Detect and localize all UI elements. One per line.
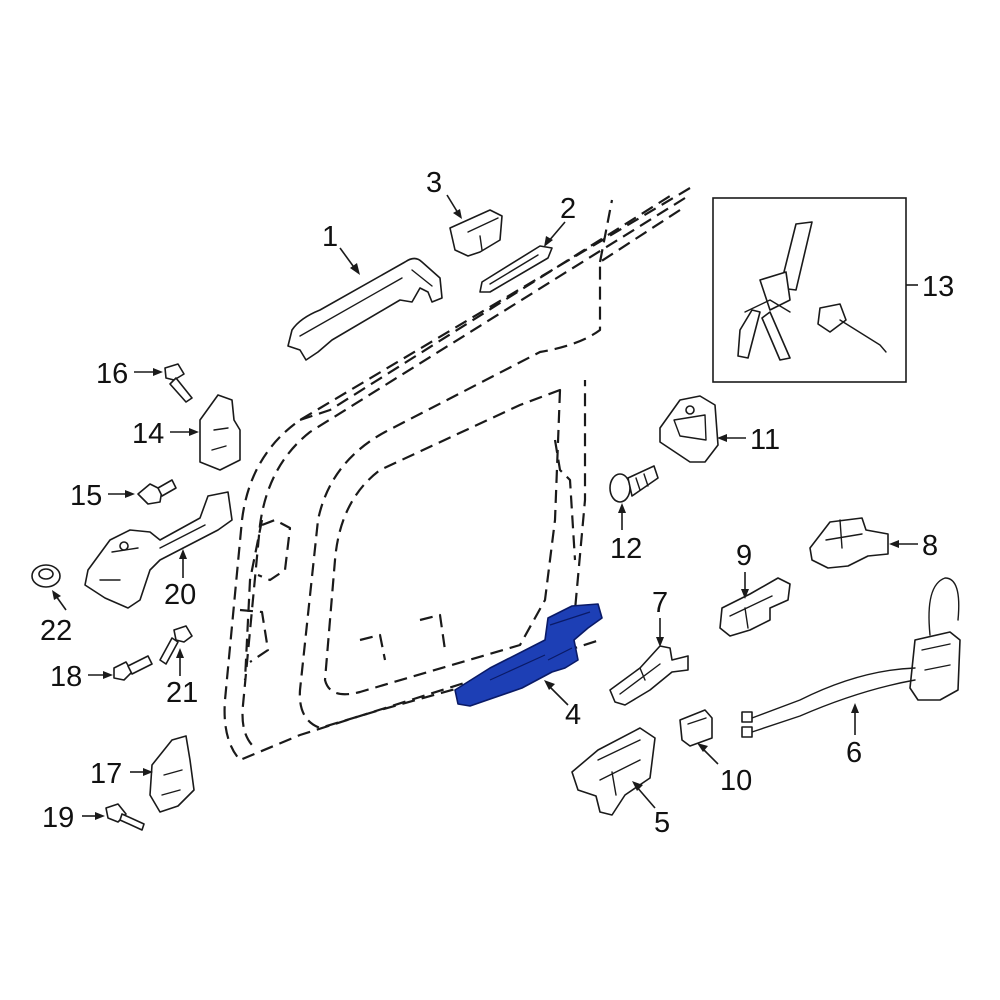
lower-hinge-part-17 xyxy=(149,735,195,813)
callout-12: 12 xyxy=(610,533,642,565)
callout-2: 2 xyxy=(560,193,576,225)
callout-18: 18 xyxy=(50,661,82,693)
lock-actuator-part-6 xyxy=(741,577,961,738)
inside-handle-part-5 xyxy=(571,727,656,816)
nut-part-22 xyxy=(31,564,61,588)
callout-21: 21 xyxy=(166,677,198,709)
callout-16: 16 xyxy=(96,358,128,390)
bolt-part-21 xyxy=(159,625,193,665)
bolt-part-19 xyxy=(105,803,145,831)
upper-hinge-part-14 xyxy=(199,394,241,471)
callout-20: 20 xyxy=(164,579,196,611)
callout-11: 11 xyxy=(750,424,780,456)
callout-19: 19 xyxy=(42,802,74,834)
callout-22: 22 xyxy=(40,615,72,647)
bolt-part-15 xyxy=(137,479,177,505)
callout-17: 17 xyxy=(90,758,122,790)
bolt-part-18 xyxy=(113,655,153,681)
door-shell-outline xyxy=(223,187,691,762)
leader-lines xyxy=(52,194,918,820)
callout-13: 13 xyxy=(922,271,954,303)
callout-labels: 1 2 3 4 5 6 7 8 9 10 11 12 13 14 15 16 1… xyxy=(40,167,954,839)
bracket-part-9 xyxy=(719,577,791,637)
handle-frame-part-4 xyxy=(454,603,603,707)
callout-9: 9 xyxy=(736,540,752,572)
callout-5: 5 xyxy=(654,807,670,839)
callout-4: 4 xyxy=(565,699,581,731)
callout-14: 14 xyxy=(132,418,164,450)
callout-1: 1 xyxy=(322,221,338,253)
outside-handle-part-1 xyxy=(287,257,443,361)
striker-part-11 xyxy=(659,395,719,463)
latch-cover-part-8 xyxy=(809,517,889,569)
callout-7: 7 xyxy=(652,587,668,619)
bolt-part-12 xyxy=(609,465,659,503)
callout-10: 10 xyxy=(720,765,752,797)
gasket-part-2 xyxy=(479,245,553,293)
door-check-part-20 xyxy=(84,491,233,609)
handle-bracket-part-7 xyxy=(609,645,689,706)
callout-6: 6 xyxy=(846,737,862,769)
inset-box-part-13 xyxy=(712,197,907,383)
callout-3: 3 xyxy=(426,167,442,199)
end-cap-part-3 xyxy=(449,209,503,257)
callout-8: 8 xyxy=(922,530,938,562)
callout-15: 15 xyxy=(70,480,102,512)
bolt-part-16 xyxy=(164,363,193,403)
clip-part-10 xyxy=(679,709,713,747)
